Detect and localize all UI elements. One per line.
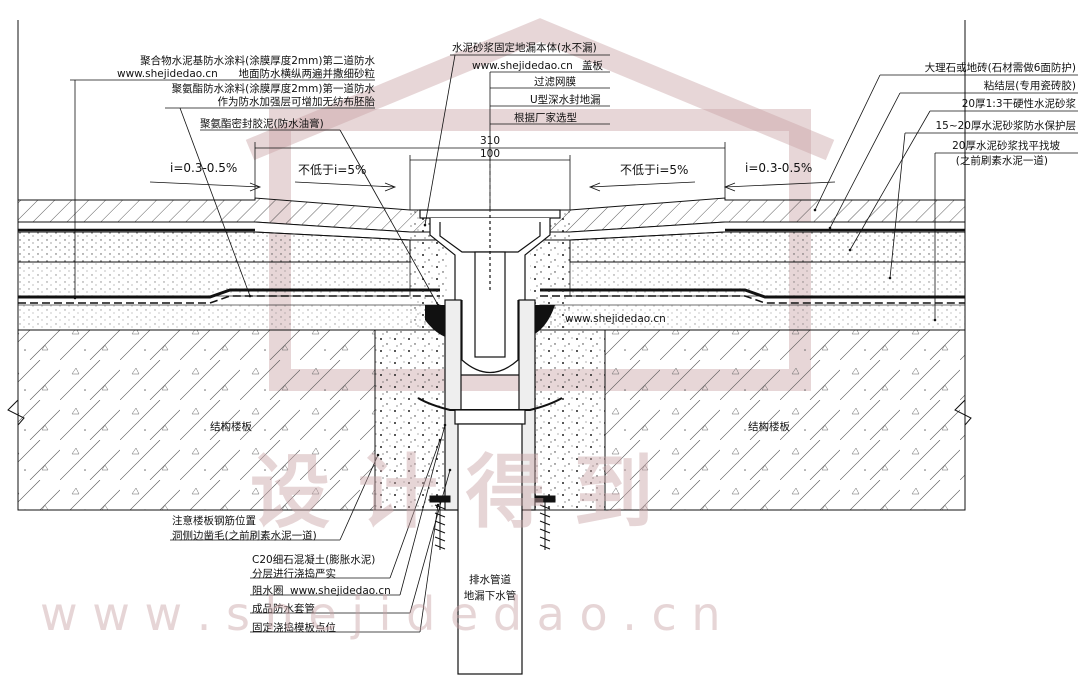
slab-right: 结构楼板 bbox=[748, 420, 790, 433]
label-manufacturer: 根据厂家选型 bbox=[514, 111, 577, 124]
label-rebar-note: 注意楼板钢筋位置 bbox=[172, 514, 256, 527]
label-u-drain: U型深水封地漏 bbox=[530, 93, 601, 106]
label-stone-tile: 大理石或地砖(石材需做6面防护) bbox=[925, 61, 1076, 74]
label-sleeve: 成品防水套管 bbox=[252, 602, 315, 615]
dim-310: 310 bbox=[480, 135, 500, 147]
label-protection: 15~20厚水泥砂浆防水保护层 bbox=[935, 119, 1076, 132]
watermark-bottom: w w w . s h e j i d e d a o . c n bbox=[40, 587, 721, 641]
leader-lines bbox=[70, 54, 1078, 633]
watermark-big: 设 计 得 到 bbox=[250, 446, 654, 539]
label-c20-note: 分层进行浇捣严实 bbox=[252, 567, 336, 580]
label-polymer-coating-note: 地面防水横纵两遍并撒细砂粒 bbox=[239, 67, 376, 80]
slab-left: 结构楼板 bbox=[210, 420, 252, 433]
label-screed-note: (之前刷素水泥一道) bbox=[956, 154, 1048, 167]
slope-inner-left: 不低于i=5% bbox=[298, 163, 366, 177]
dim-100: 100 bbox=[480, 148, 500, 160]
label-filter: 过滤网膜 bbox=[534, 75, 576, 88]
center-url: www.shejidedao.cn bbox=[565, 313, 666, 325]
label-watermark-url-1: www.shejidedao.cn bbox=[117, 68, 218, 80]
label-bonding: 粘结层(专用瓷砖胶) bbox=[984, 79, 1076, 92]
slope-inner-right: 不低于i=5% bbox=[620, 163, 688, 177]
label-formwork: 固定浇捣模板点位 bbox=[252, 621, 336, 634]
label-pu-coating: 聚氨酯防水涂料(涂膜厚度2mm)第一道防水 bbox=[172, 82, 376, 95]
slope-right: i=0.3-0.5% bbox=[745, 161, 812, 175]
label-water-stop: 阻水圈 bbox=[252, 585, 284, 597]
floor-drain-body bbox=[417, 209, 563, 675]
label-dry-mortar: 20厚1:3干硬性水泥砂浆 bbox=[962, 97, 1077, 110]
label-drain-fixing: 水泥砂浆固定地漏本体(水不漏) bbox=[452, 41, 597, 54]
label-url-top: www.shejidedao.cn bbox=[472, 60, 573, 72]
label-url-bottom: www.shejidedao.cn bbox=[290, 585, 391, 597]
label-polymer-cement-coating: 聚合物水泥基防水涂料(涂膜厚度2mm)第二道防水 bbox=[140, 54, 375, 67]
slope-left: i=0.3-0.5% bbox=[170, 161, 237, 175]
label-cover: 盖板 bbox=[582, 59, 603, 72]
label-pu-sealant: 聚氨酯密封胶泥(防水油膏) bbox=[200, 117, 324, 130]
floor-layers bbox=[7, 20, 972, 511]
label-pipe-note: 地漏下水管 bbox=[464, 589, 517, 602]
labels: 聚合物水泥基防水涂料(涂膜厚度2mm)第二道防水 www.shejidedao.… bbox=[117, 41, 1076, 634]
label-hole-note: 洞侧边凿毛(之前刷素水泥一道) bbox=[172, 529, 317, 542]
label-screed: 20厚水泥砂浆找平找坡 bbox=[952, 139, 1060, 152]
label-c20: C20细石混凝土(膨胀水泥) bbox=[252, 553, 375, 566]
label-pu-coating-note: 作为防水加强层可增加无纺布胚胎 bbox=[218, 95, 376, 108]
label-pipe: 排水管道 bbox=[469, 573, 511, 586]
